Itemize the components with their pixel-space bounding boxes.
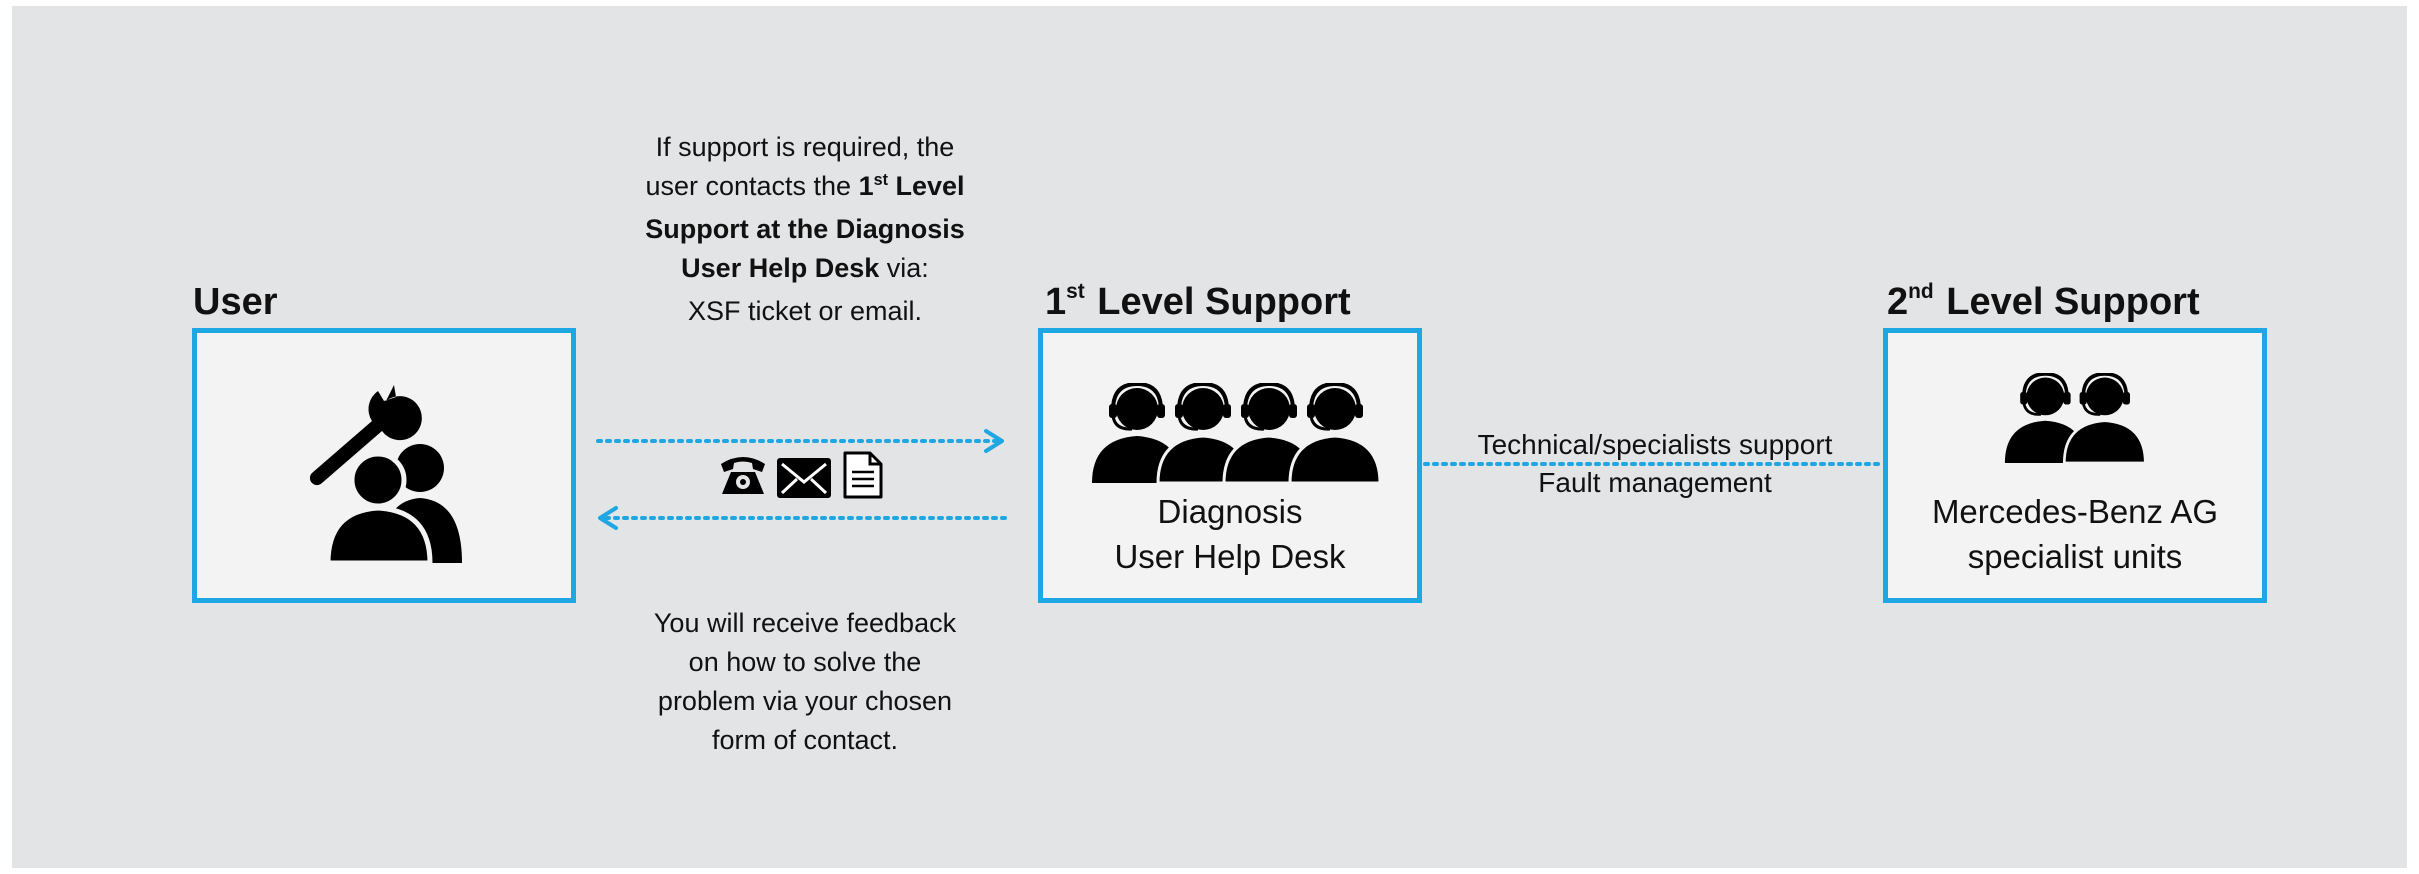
contact-note-line4-bold: User Help Desk	[681, 253, 880, 283]
second-level-title: 2nd Level Support	[1887, 280, 2200, 323]
first-level-title-sup: st	[1066, 280, 1085, 304]
second-level-box: Mercedes-Benz AG specialist units	[1883, 328, 2267, 603]
contact-note: If support is required, the user contact…	[605, 128, 1005, 331]
feedback-note-line3: problem via your chosen	[657, 686, 953, 716]
contact-note-level-word: Level	[888, 171, 965, 201]
diagram-canvas: User If support is required, the user co…	[12, 6, 2407, 868]
user-title-text: User	[193, 281, 278, 323]
first-level-title-rest: Level Support	[1086, 281, 1351, 323]
first-level-title-num: 1	[1045, 281, 1067, 323]
document-icon	[843, 451, 883, 499]
feedback-note-line4: form of contact.	[711, 725, 899, 755]
first-level-label-line1: Diagnosis	[1157, 493, 1303, 530]
first-level-label-line2: User Help Desk	[1114, 537, 1346, 575]
feedback-arrow	[598, 506, 1010, 530]
contact-note-line2: user contacts the 1st Level	[605, 167, 1005, 210]
second-level-label-line1: Mercedes-Benz AG	[1931, 493, 2219, 530]
second-level-title-rest: Level Support	[1935, 281, 2200, 323]
second-level-title-sup: nd	[1908, 280, 1934, 304]
feedback-note-line1: You will receive feedback	[653, 608, 957, 638]
contact-note-line4-rest: via:	[879, 253, 929, 283]
contact-note-line4: User Help Desk via:	[605, 249, 1005, 288]
user-title: User	[193, 283, 278, 321]
contact-note-line3-bold: Support at the Diagnosis	[645, 214, 965, 244]
contact-note-line2-pre: user contacts the	[645, 171, 859, 201]
request-arrow	[596, 429, 1004, 453]
two-headset-agents-icon	[2004, 373, 2147, 463]
feedback-note-line2: on how to solve the	[688, 647, 922, 677]
feedback-note: You will receive feedback on how to solv…	[605, 604, 1005, 760]
contact-note-level-num: 1	[858, 171, 874, 201]
escalation-connector	[1423, 462, 1881, 466]
escalation-label-line1: Technical/specialists support	[1477, 429, 1833, 460]
telephone-icon	[721, 457, 765, 494]
second-level-label: Mercedes-Benz AG specialist units	[1888, 490, 2262, 579]
four-headset-agents-icon	[1092, 383, 1382, 483]
users-with-wrench-icon	[309, 385, 462, 563]
first-level-title: 1st Level Support	[1045, 280, 1351, 323]
contact-note-line3: Support at the Diagnosis	[605, 210, 1005, 249]
user-box	[192, 328, 576, 603]
contact-note-level-sup: st	[873, 171, 888, 190]
second-level-title-num: 2	[1887, 281, 1909, 323]
envelope-icon	[777, 458, 831, 498]
first-level-box: Diagnosis User Help Desk	[1038, 328, 1422, 603]
escalation-label: Technical/specialists support Fault mana…	[1455, 426, 1855, 502]
escalation-label-line2: Fault management	[1538, 467, 1772, 498]
second-level-label-line2: specialist units	[1967, 537, 2183, 575]
contact-note-line5: XSF ticket or email.	[687, 296, 923, 326]
contact-note-line1: If support is required, the	[655, 132, 955, 162]
first-level-label: Diagnosis User Help Desk	[1043, 490, 1417, 579]
